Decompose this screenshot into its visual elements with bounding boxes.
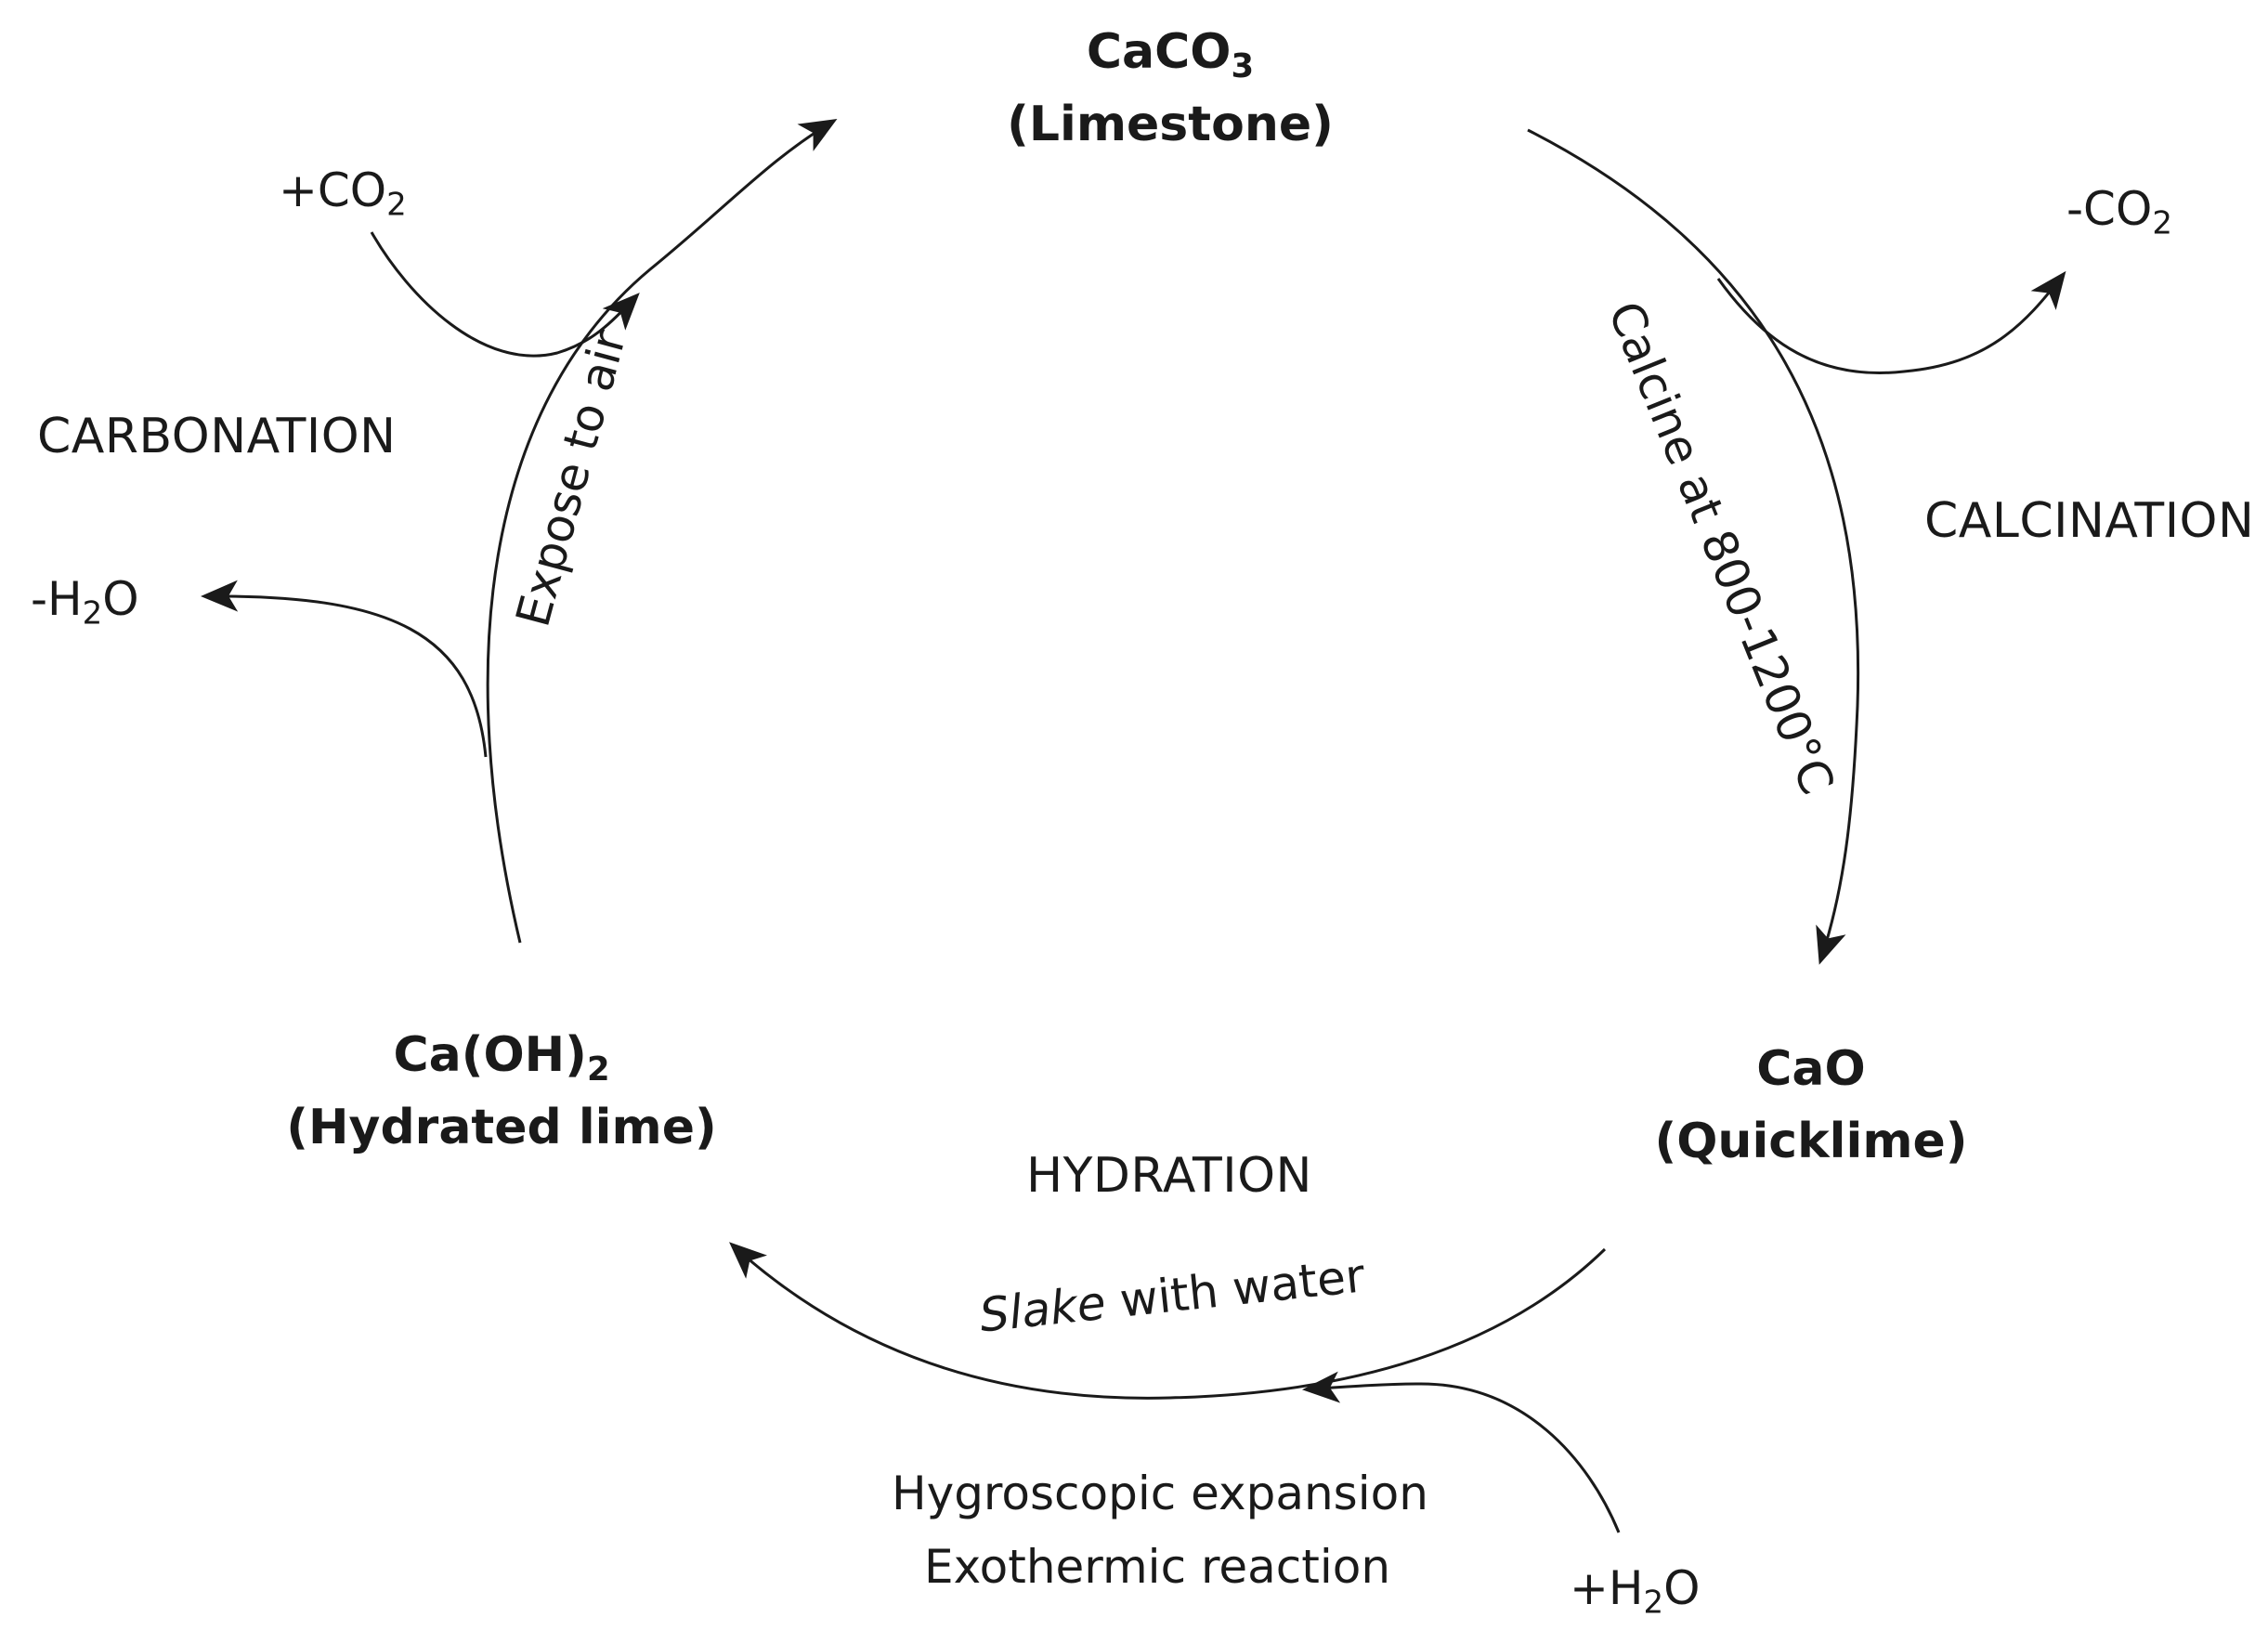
plus-co2-prefix: +CO [279,163,387,217]
limestone-formula: CaCO3 [1031,28,1310,83]
quicklime-formula: CaO [1690,1045,1932,1093]
calcination-arrow [1527,128,1860,965]
quicklime-name: (Quicklime) [1654,1114,1968,1169]
minus-h2o-prefix: -H [31,572,83,626]
carbonation-arrow [486,118,838,944]
limestone-formula-text: CaCO [1086,24,1232,80]
limestone-formula-sub: 3 [1231,46,1255,85]
note-hygroscopic: Hygroscopic expansion [892,1467,1428,1520]
plus-co2-label: +CO2 [279,167,407,221]
note-exothermic: Exothermic reaction [924,1540,1391,1594]
hydrated-lime-name: (Hydrated lime) [286,1100,717,1155]
co2-outflow-arrow [1716,270,2066,374]
plus-h2o-label: +H2O [1570,1565,1701,1619]
plus-h2o-sub: 2 [1643,1584,1664,1622]
minus-co2-prefix: -CO [2066,182,2153,236]
h2o-inflow-arrow [1302,1371,1621,1533]
minus-co2-sub: 2 [2152,204,2172,242]
calcination-label: CALCINATION [1924,493,2255,549]
plus-h2o-suffix: O [1663,1561,1701,1615]
limestone-name: (Limestone) [1007,97,1334,152]
plus-h2o-prefix: +H [1570,1561,1644,1615]
plus-co2-sub: 2 [386,186,407,224]
co2-inflow-arrow [370,231,640,358]
minus-h2o-label: -H2O [31,576,139,630]
h2o-outflow-arrow [201,580,488,758]
hydration-label: HYDRATION [1026,1148,1312,1204]
hydration-arrow [729,1242,1607,1400]
minus-h2o-suffix: O [102,572,139,626]
hydrated-lime-formula: Ca(OH)2 [344,1031,659,1086]
hydrated-lime-formula-sub: 2 [586,1050,610,1089]
quicklime-formula-text: CaO [1756,1041,1866,1097]
minus-h2o-sub: 2 [82,594,103,632]
carbonation-label: CARBONATION [37,409,397,464]
minus-co2-label: -CO2 [2066,186,2172,240]
hydrated-lime-formula-text: Ca(OH) [393,1027,587,1083]
